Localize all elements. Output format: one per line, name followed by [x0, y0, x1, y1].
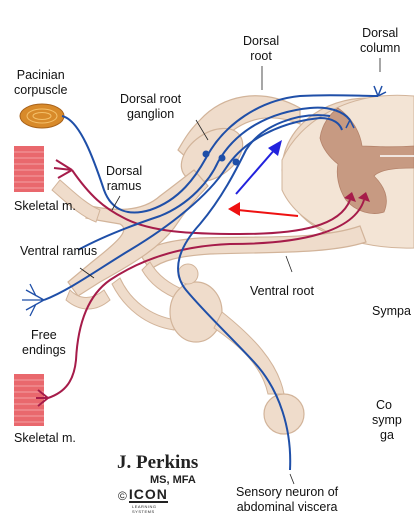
ventral-root — [139, 225, 367, 271]
label-skeletal-muscle-bottom: Skeletal m. — [14, 431, 76, 445]
label-cut-co: Co symp ga — [372, 398, 402, 442]
dorsal-ramus — [51, 179, 101, 223]
skeletal-muscle-top — [14, 146, 44, 192]
sympathetic-ganglion — [169, 281, 223, 343]
copyright-symbol: © — [118, 488, 127, 503]
pacinian-corpuscle — [19, 103, 65, 129]
leader-lines — [79, 58, 381, 485]
gray-matter — [319, 107, 414, 214]
artist-degrees: MS, MFA — [150, 474, 196, 486]
free-nerve-endings — [22, 283, 45, 317]
artist-name: J. Perkins — [117, 452, 199, 473]
sensory-cell-bodies — [202, 150, 240, 166]
label-cut-sympa: Sympa — [372, 304, 411, 318]
splanchnic-nerve — [213, 311, 285, 395]
efferent-arrow — [228, 202, 299, 217]
ventral-ramus — [65, 289, 111, 310]
motor-neuron-terminals — [344, 192, 370, 202]
logo-sub: LEARNING SYSTEMS — [132, 504, 157, 514]
label-skeletal-muscle-top: Skeletal m. — [14, 199, 76, 213]
skeletal-muscle-bottom — [14, 374, 44, 426]
dorsal-column-branch — [345, 85, 387, 129]
sensory-fibers — [43, 94, 379, 471]
afferent-arrow — [235, 140, 282, 195]
motor-fibers — [36, 159, 365, 407]
label-ventral-root: Ventral root — [250, 284, 314, 298]
logo-brand: ICON — [128, 486, 168, 503]
icon-logo: © ICON LEARNING SYSTEMS — [118, 486, 168, 514]
label-ventral-ramus: Ventral ramus — [20, 244, 98, 258]
spinal-nerve — [67, 169, 209, 297]
